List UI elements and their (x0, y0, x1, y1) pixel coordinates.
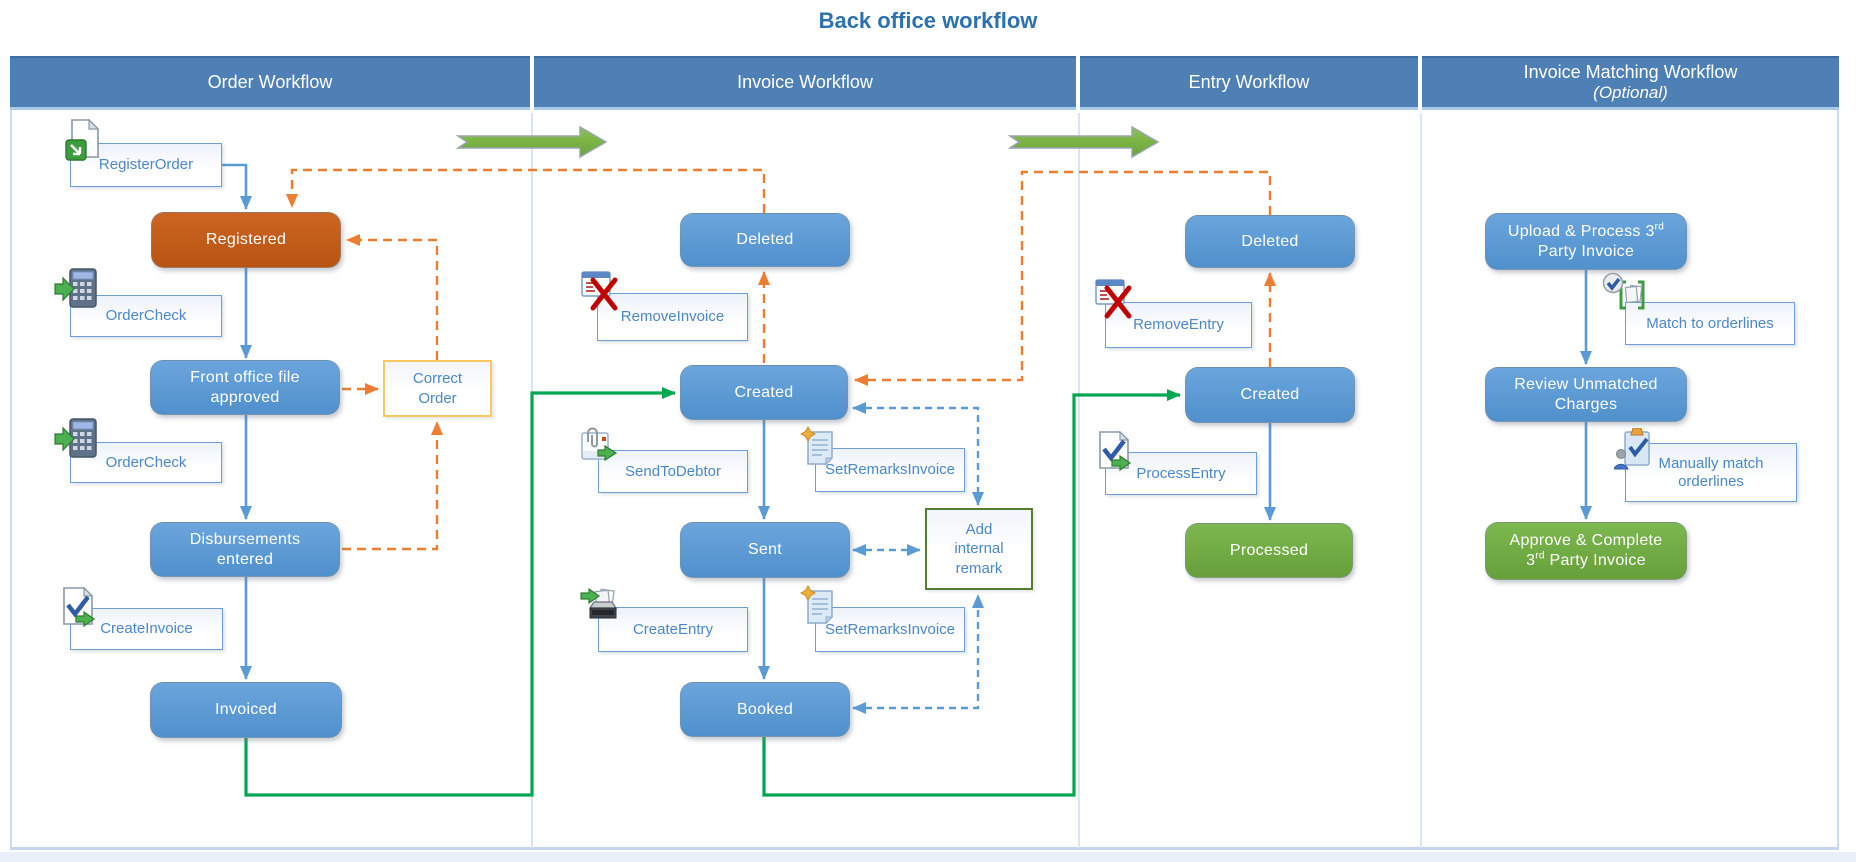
person-clipboard-check-icon (1614, 428, 1650, 470)
blue-flow-connectors (222, 163, 1592, 680)
note-add-icon (800, 585, 834, 625)
action-match-to-orderlines: Match to orderlines (1625, 302, 1795, 345)
state-label: Deleted (1241, 232, 1299, 250)
action-label: OrderCheck (105, 453, 187, 471)
node-correct-order: Correct Order (383, 360, 492, 417)
panel-divider (1078, 113, 1080, 848)
header-sublabel: (Optional) (1593, 83, 1668, 103)
state-disbursements-entered: Disbursements entered (150, 522, 340, 577)
block-arrow-invoice-to-entry (1007, 125, 1160, 159)
orange-dashed-connectors (286, 168, 1276, 551)
state-front-office-file-approved: Front office file approved (150, 360, 340, 415)
header-invoice-workflow: Invoice Workflow (534, 56, 1076, 110)
action-label: RegisterOrder (98, 156, 194, 173)
document-check-export-icon (1099, 430, 1132, 472)
header-label: Invoice Workflow (737, 72, 873, 93)
header-entry-workflow: Entry Workflow (1080, 56, 1418, 110)
document-check-export-icon (63, 586, 96, 628)
block-arrow-order-to-invoice (455, 125, 608, 159)
panel-divider (1420, 113, 1422, 848)
state-label: Processed (1229, 541, 1309, 559)
match-documents-icon (1602, 272, 1645, 310)
action-manually-match-orderlines: Manually match orderlines (1625, 443, 1797, 502)
node-add-internal-remark: Add internal remark (925, 508, 1033, 590)
state-invoiced: Invoiced (150, 682, 342, 738)
action-label: SendToDebtor (625, 462, 721, 480)
action-remove-entry: RemoveEntry (1105, 302, 1252, 348)
page-title: Back office workflow (818, 8, 1038, 33)
letter-send-icon (581, 427, 618, 462)
state-booked: Booked (680, 682, 850, 737)
action-send-to-debtor: SendToDebtor (598, 450, 748, 493)
state-label: Approve & Complete 3rd Party Invoice (1509, 531, 1662, 571)
state-label: Review Unmatched Charges (1514, 375, 1658, 413)
state-label: Disbursements entered (189, 530, 301, 568)
action-create-invoice: CreateInvoice (70, 608, 223, 650)
state-sent: Sent (680, 522, 850, 578)
header-invoice-matching-workflow: Invoice Matching Workflow (Optional) (1422, 56, 1839, 110)
state-label: Booked (736, 700, 794, 718)
state-label: Upload & Process 3rd Party Invoice (1508, 222, 1664, 262)
inbox-create-icon (580, 587, 618, 619)
state-approve-complete-3rd-party-invoice: Approve & Complete 3rd Party Invoice (1485, 522, 1687, 580)
action-label: ProcessEntry (1136, 464, 1226, 482)
state-processed: Processed (1185, 523, 1353, 578)
label-text: Party Invoice (1544, 552, 1646, 569)
green-connectors (244, 387, 1181, 797)
state-label: Created (1240, 386, 1300, 403)
note-add-icon (800, 426, 834, 466)
state-registered: Registered (151, 212, 341, 268)
state-label: Created (734, 383, 794, 401)
label-text: 3 (1526, 552, 1536, 569)
blue-dashed-connectors (852, 402, 984, 714)
node-label: Correct Order (412, 370, 463, 407)
bottom-band (0, 852, 1856, 862)
document-export-icon (65, 118, 100, 161)
state-entry-created: Created (1185, 367, 1355, 423)
action-label: CreateEntry (632, 620, 714, 638)
action-label: SetRemarksInvoice (824, 620, 956, 638)
state-label: Invoiced (215, 701, 277, 718)
node-label: Add internal remark (954, 520, 1004, 577)
action-label: Manually match orderlines (1658, 454, 1764, 490)
action-label: CreateInvoice (100, 620, 193, 637)
window-delete-icon (1095, 279, 1132, 319)
state-label: Front office file approved (190, 368, 300, 406)
action-label: SetRemarksInvoice (824, 461, 956, 478)
action-label: OrderCheck (105, 307, 187, 324)
action-label: RemoveInvoice (620, 308, 725, 325)
action-process-entry: ProcessEntry (1105, 452, 1257, 495)
state-label: Deleted (736, 231, 794, 248)
header-label: Order Workflow (207, 72, 333, 93)
state-label: Registered (205, 231, 287, 248)
state-invoice-created: Created (680, 365, 848, 420)
window-delete-icon (581, 271, 618, 311)
calculator-check-icon (54, 268, 97, 308)
header-label: Invoice Matching Workflow (1523, 62, 1738, 83)
label-text: Upload & Process 3 (1507, 222, 1655, 240)
state-label: Sent (747, 541, 783, 558)
state-upload-process-3rd-party-invoice: Upload & Process 3rd Party Invoice (1485, 213, 1687, 270)
label-superscript: rd (1535, 550, 1545, 562)
action-create-entry: CreateEntry (598, 607, 748, 652)
header-label: Entry Workflow (1188, 72, 1310, 93)
state-entry-deleted: Deleted (1185, 215, 1355, 268)
calculator-check-icon (54, 418, 97, 458)
label-text: Approve & Complete (1509, 532, 1663, 549)
state-review-unmatched-charges: Review Unmatched Charges (1485, 367, 1687, 422)
action-label: Match to orderlines (1646, 314, 1774, 332)
label-text: Party Invoice (1537, 242, 1635, 260)
diagram-frame (10, 110, 1839, 850)
state-invoice-deleted: Deleted (680, 213, 850, 267)
header-order-workflow: Order Workflow (10, 56, 530, 110)
action-label: RemoveEntry (1133, 316, 1224, 333)
action-remove-invoice: RemoveInvoice (597, 293, 748, 341)
label-superscript: rd (1654, 221, 1665, 233)
